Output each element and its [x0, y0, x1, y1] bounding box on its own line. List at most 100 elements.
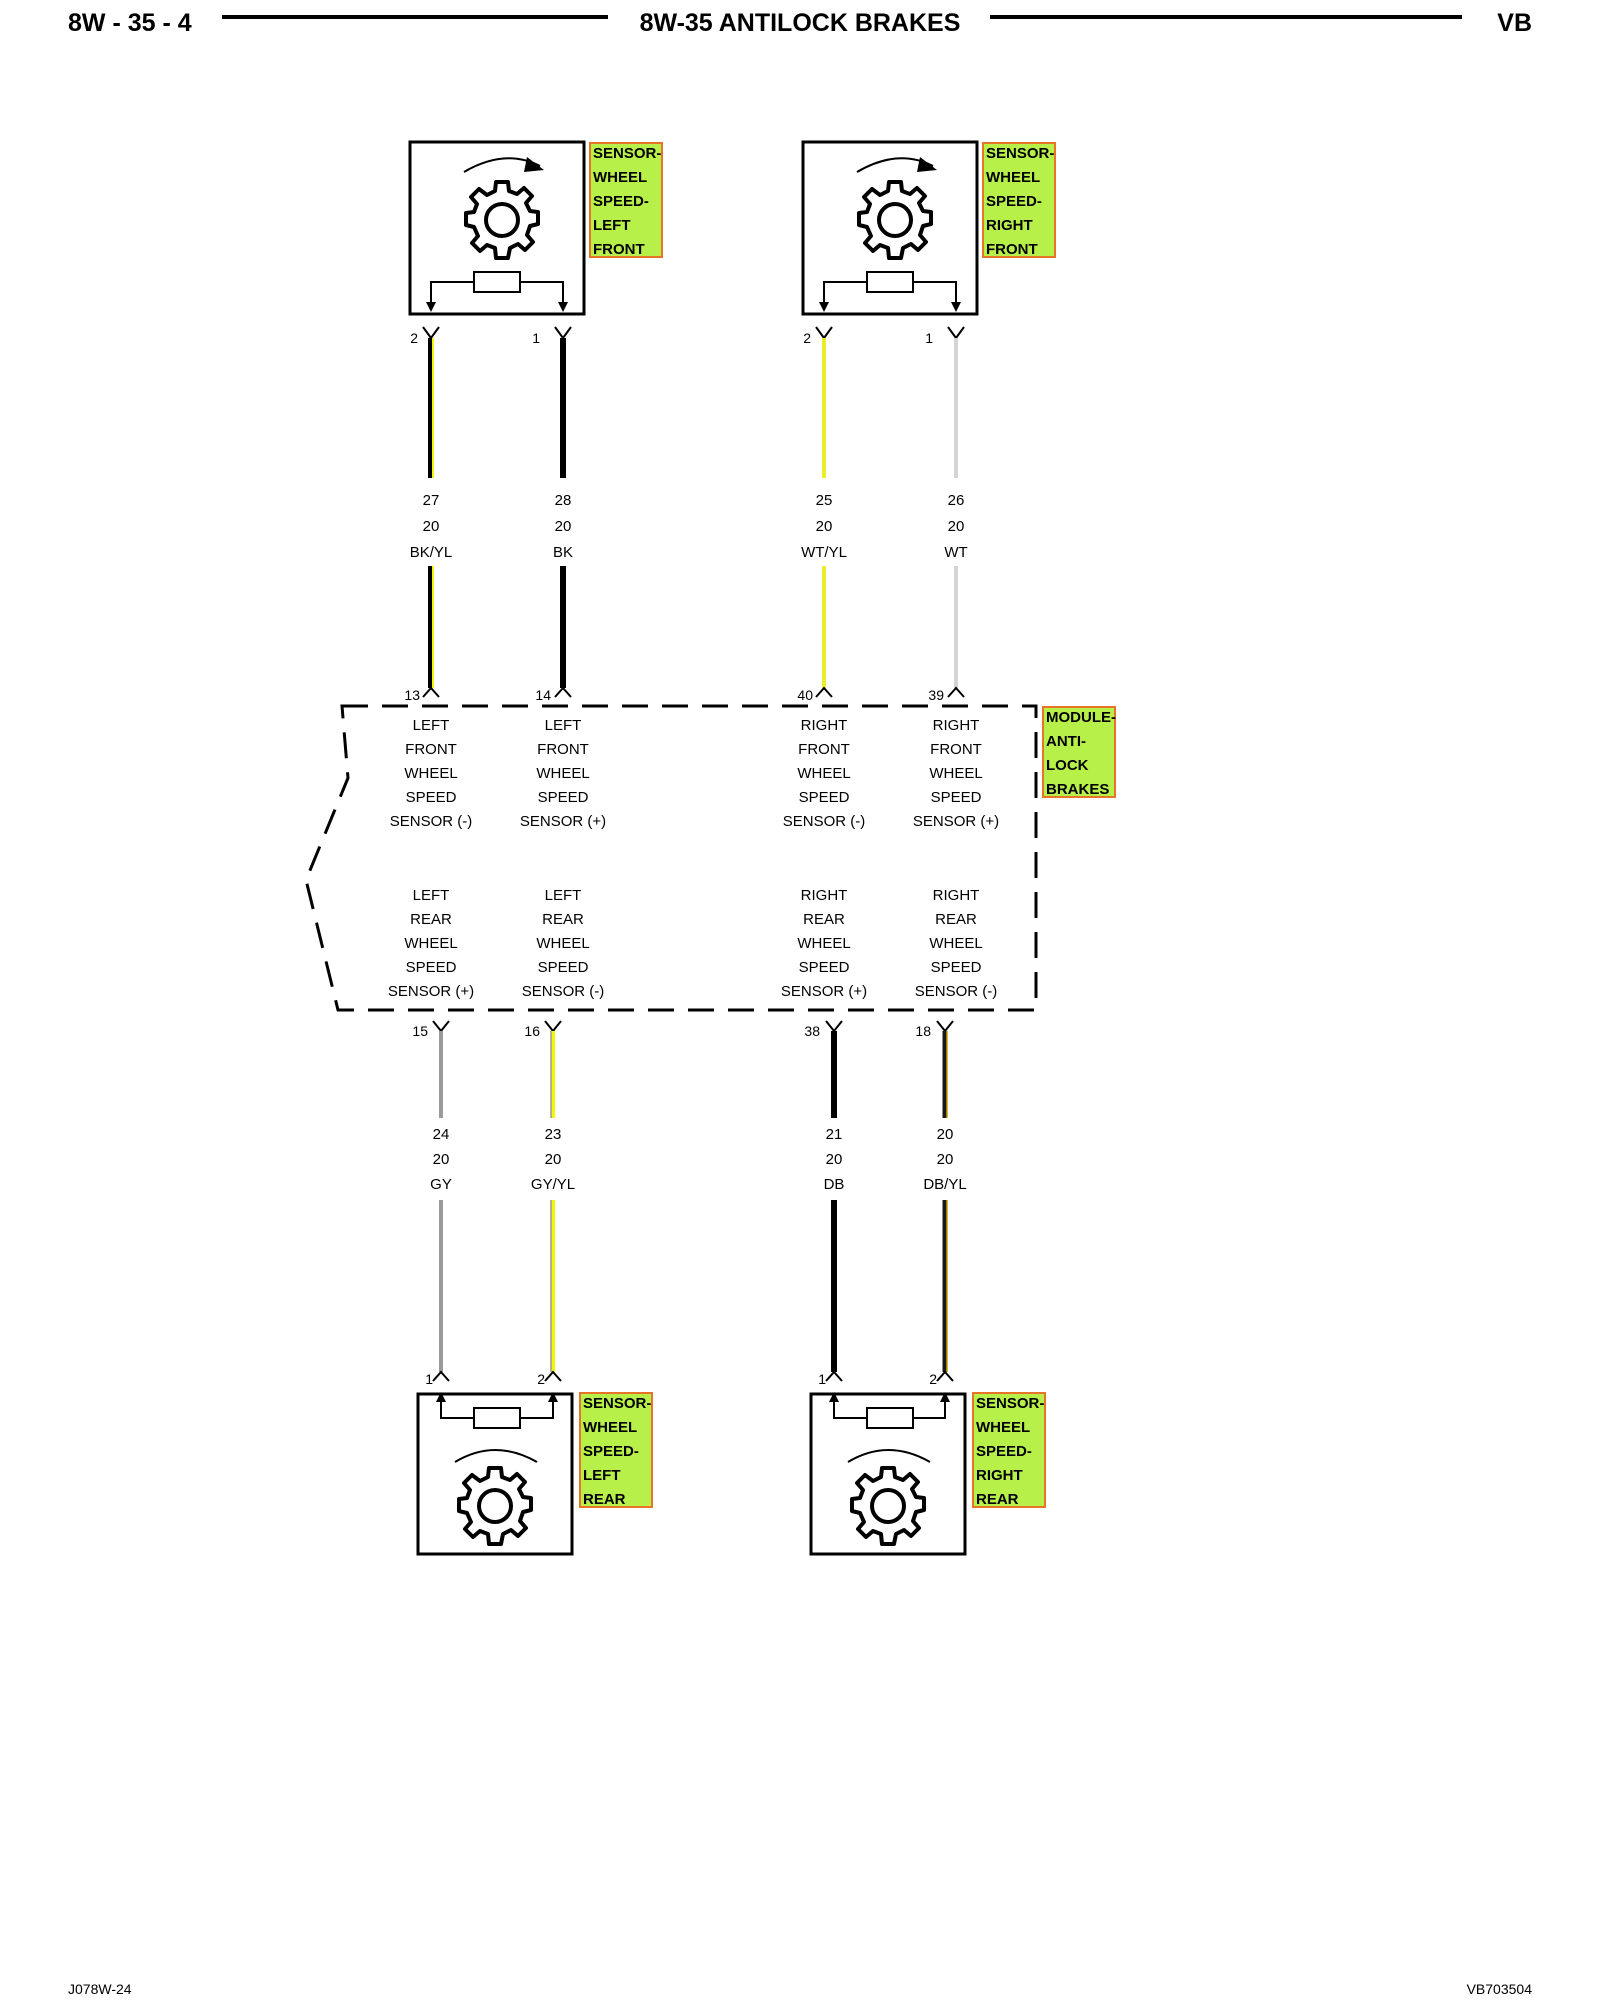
- svg-text:15: 15: [412, 1023, 428, 1039]
- module-function-lr-plus: LEFT REAR WHEEL SPEED SENSOR (+): [388, 887, 474, 1000]
- svg-text:WHEEL: WHEEL: [536, 935, 589, 952]
- svg-text:SPEED-: SPEED-: [986, 193, 1042, 210]
- gear-icon: [850, 1466, 926, 1546]
- wire-gauge: 20: [816, 518, 833, 535]
- svg-text:LEFT: LEFT: [583, 1467, 621, 1484]
- svg-text:REAR: REAR: [976, 1491, 1019, 1508]
- svg-text:SENSOR (-): SENSOR (-): [522, 983, 605, 1000]
- svg-text:FRONT: FRONT: [537, 741, 589, 758]
- svg-text:SENSOR-: SENSOR-: [986, 145, 1054, 162]
- wire-color-code: WT/YL: [801, 544, 847, 561]
- module-function-lr-minus: LEFT REAR WHEEL SPEED SENSOR (-): [522, 887, 605, 1000]
- rotation-arc-icon: [454, 1449, 538, 1463]
- sensor-tag-left-rear: SENSOR- WHEEL SPEED- LEFT REAR: [579, 1392, 653, 1508]
- svg-text:18: 18: [915, 1023, 931, 1039]
- resistor-icon: [866, 1407, 914, 1429]
- sensor-left-rear: [416, 1392, 574, 1556]
- gear-icon: [457, 1466, 533, 1546]
- svg-text:WHEEL: WHEEL: [404, 935, 457, 952]
- svg-text:REAR: REAR: [935, 911, 977, 928]
- svg-text:FRONT: FRONT: [986, 241, 1038, 258]
- svg-text:SENSOR-: SENSOR-: [583, 1395, 651, 1412]
- connector-pins-rear-sensors: 1 2 1 2: [425, 1370, 954, 1387]
- svg-text:REAR: REAR: [410, 911, 452, 928]
- svg-text:38: 38: [804, 1023, 820, 1039]
- svg-text:LEFT: LEFT: [413, 717, 450, 734]
- connector-pins-front-sensors: 2 1 2 1: [410, 326, 965, 346]
- wire-gauge: 20: [948, 518, 965, 535]
- svg-text:SPEED: SPEED: [538, 959, 589, 976]
- wire-labels-rear: 24 20 GY 23 20 GY/YL 21 20 DB 20 20 DB/Y…: [430, 1126, 967, 1193]
- svg-text:RIGHT: RIGHT: [933, 887, 980, 904]
- svg-text:WHEEL: WHEEL: [797, 765, 850, 782]
- svg-text:WHEEL: WHEEL: [583, 1419, 637, 1436]
- svg-text:WHEEL: WHEEL: [929, 935, 982, 952]
- svg-text:2: 2: [929, 1371, 937, 1387]
- sensor-right-rear: [809, 1392, 967, 1556]
- wire-color-code: DB/YL: [923, 1176, 966, 1193]
- svg-text:RIGHT: RIGHT: [801, 887, 848, 904]
- wire-color-code: GY: [430, 1176, 452, 1193]
- svg-text:RIGHT: RIGHT: [933, 717, 980, 734]
- abs-module-outline: [304, 704, 1038, 1012]
- svg-text:SPEED: SPEED: [406, 959, 457, 976]
- rotation-arrow-icon: [524, 157, 544, 172]
- module-pins-top: 13 14 40 39: [404, 686, 965, 703]
- svg-text:SENSOR (+): SENSOR (+): [781, 983, 867, 1000]
- svg-text:SPEED-: SPEED-: [593, 193, 649, 210]
- wire-bk-yl: [428, 338, 434, 688]
- module-function-rr-minus: RIGHT REAR WHEEL SPEED SENSOR (-): [915, 887, 998, 1000]
- figure-code-right: VB703504: [1467, 1981, 1533, 1997]
- svg-text:1: 1: [425, 1371, 433, 1387]
- svg-text:SPEED: SPEED: [406, 789, 457, 806]
- resistor-icon: [473, 271, 521, 293]
- rotation-arc-icon: [847, 1449, 931, 1463]
- svg-text:WHEEL: WHEEL: [929, 765, 982, 782]
- wire-labels-front: 27 20 BK/YL 28 20 BK 25 20 WT/YL 26 20 W…: [410, 492, 968, 561]
- svg-text:SPEED: SPEED: [931, 789, 982, 806]
- svg-text:1: 1: [925, 330, 933, 346]
- module-function-rf-minus: RIGHT FRONT WHEEL SPEED SENSOR (-): [783, 717, 866, 830]
- module-tag: MODULE- ANTI- LOCK BRAKES: [1042, 706, 1116, 798]
- svg-text:16: 16: [524, 1023, 540, 1039]
- page-title: 8W-35 ANTILOCK BRAKES: [640, 9, 961, 37]
- svg-text:SPEED-: SPEED-: [583, 1443, 639, 1460]
- svg-text:SPEED: SPEED: [799, 789, 850, 806]
- svg-text:13: 13: [404, 687, 420, 703]
- svg-text:WHEEL: WHEEL: [593, 169, 647, 186]
- gear-icon: [464, 180, 540, 260]
- svg-text:ANTI-: ANTI-: [1046, 733, 1086, 750]
- wire-color-code: DB: [824, 1176, 845, 1193]
- svg-text:REAR: REAR: [542, 911, 584, 928]
- svg-text:SENSOR (-): SENSOR (-): [915, 983, 998, 1000]
- svg-text:WHEEL: WHEEL: [404, 765, 457, 782]
- svg-text:FRONT: FRONT: [593, 241, 645, 258]
- svg-text:FRONT: FRONT: [798, 741, 850, 758]
- wire-color-code: GY/YL: [531, 1176, 575, 1193]
- gear-icon: [857, 180, 933, 260]
- svg-text:REAR: REAR: [803, 911, 845, 928]
- wire-gauge: 20: [423, 518, 440, 535]
- svg-text:1: 1: [532, 330, 540, 346]
- svg-text:LEFT: LEFT: [545, 717, 582, 734]
- resistor-icon: [473, 1407, 521, 1429]
- module-function-rr-plus: RIGHT REAR WHEEL SPEED SENSOR (+): [781, 887, 867, 1000]
- svg-text:2: 2: [803, 330, 811, 346]
- figure-code-left: J078W-24: [68, 1981, 132, 1997]
- wire-gauge: 20: [937, 1151, 954, 1168]
- wire-gauge: 20: [555, 518, 572, 535]
- svg-text:SENSOR (+): SENSOR (+): [520, 813, 606, 830]
- page-code: 8W - 35 - 4: [68, 9, 192, 37]
- svg-text:40: 40: [797, 687, 813, 703]
- sensor-right-front: [801, 140, 979, 316]
- wire-gauge: 20: [433, 1151, 450, 1168]
- svg-text:SPEED: SPEED: [538, 789, 589, 806]
- svg-text:WHEEL: WHEEL: [986, 169, 1040, 186]
- model-code: VB: [1497, 9, 1532, 37]
- circuit-number: 21: [826, 1126, 843, 1143]
- wire-gy-yl: [550, 1031, 555, 1372]
- svg-text:WHEEL: WHEEL: [976, 1419, 1030, 1436]
- module-function-lf-plus: LEFT FRONT WHEEL SPEED SENSOR (+): [520, 717, 606, 830]
- svg-text:WHEEL: WHEEL: [797, 935, 850, 952]
- svg-text:SENSOR-: SENSOR-: [593, 145, 661, 162]
